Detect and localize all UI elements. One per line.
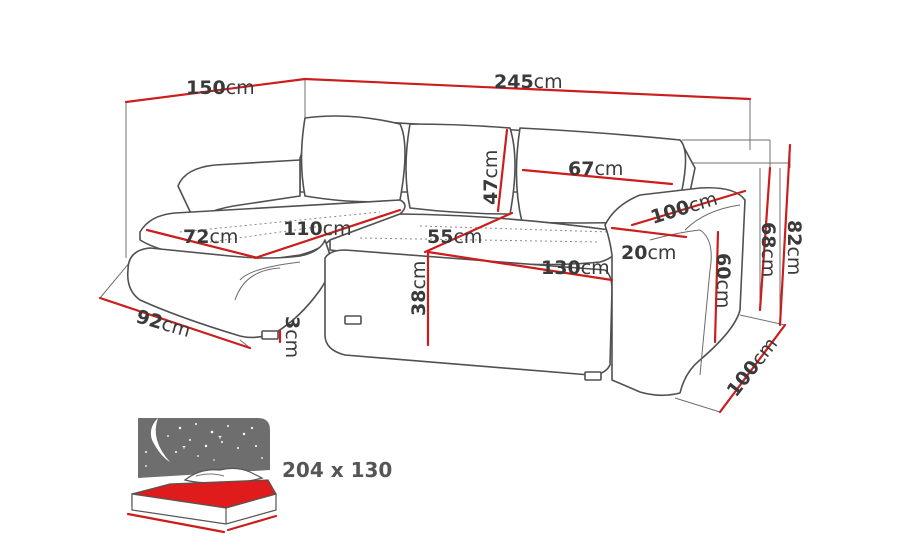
dim-label-total-depth: 100cm	[723, 333, 783, 401]
dim-line-backrest-width	[521, 168, 674, 186]
dim-label-total-width: 245cm	[494, 71, 563, 93]
extension-lines	[99, 79, 791, 413]
dim-label-chaise-top-width: 150cm	[186, 77, 255, 99]
dim-line-armrest-height	[713, 230, 720, 344]
dim-line-chaise-top-width	[124, 77, 307, 104]
dimension-lines	[98, 77, 792, 414]
dim-label-chaise-depth: 72cm	[183, 226, 238, 248]
dim-line-seat-depth	[423, 211, 514, 254]
dim-label-leg-height: 3cm	[281, 316, 303, 358]
dim-line-chaise-width	[98, 296, 252, 350]
dim-label-seat-depth: 55cm	[427, 226, 482, 248]
dim-label-backrest-width: 67cm	[568, 158, 623, 180]
dim-line-armrest-width	[610, 226, 688, 239]
dim-label-backrest-height: 47cm	[480, 150, 502, 205]
sleeping-area-label: 204 x 130	[282, 458, 392, 482]
dim-label-armrest-width: 20cm	[621, 242, 676, 264]
dim-label-seat-width: 130cm	[541, 257, 610, 279]
sleeping-function-icon: 204 x 130	[126, 418, 392, 534]
dim-line-total-height	[778, 143, 792, 327]
dim-line-back-height	[758, 166, 772, 312]
dim-line-total-depth	[718, 323, 787, 414]
dim-label-back-height: 68cm	[757, 222, 779, 277]
stars-icon	[145, 423, 263, 467]
dim-line-armrest-length	[630, 189, 747, 227]
dim-line-chaise-length	[253, 208, 402, 260]
night-panel	[138, 418, 270, 478]
moon-icon	[150, 418, 170, 462]
dim-line-total-width	[303, 77, 752, 101]
dimension-labels: 150cm 245cm 67cm 47cm 72cm 110cm 55cm 10…	[134, 71, 805, 401]
dim-label-chaise-length: 110cm	[283, 218, 352, 240]
dim-label-armrest-height: 60cm	[712, 253, 734, 308]
dim-line-seat-width	[426, 250, 614, 282]
dim-line-backrest-height	[496, 128, 509, 213]
dim-label-seat-height: 38cm	[408, 261, 430, 316]
dim-line-chaise-depth	[145, 228, 260, 260]
dim-label-total-height: 82cm	[783, 220, 805, 275]
